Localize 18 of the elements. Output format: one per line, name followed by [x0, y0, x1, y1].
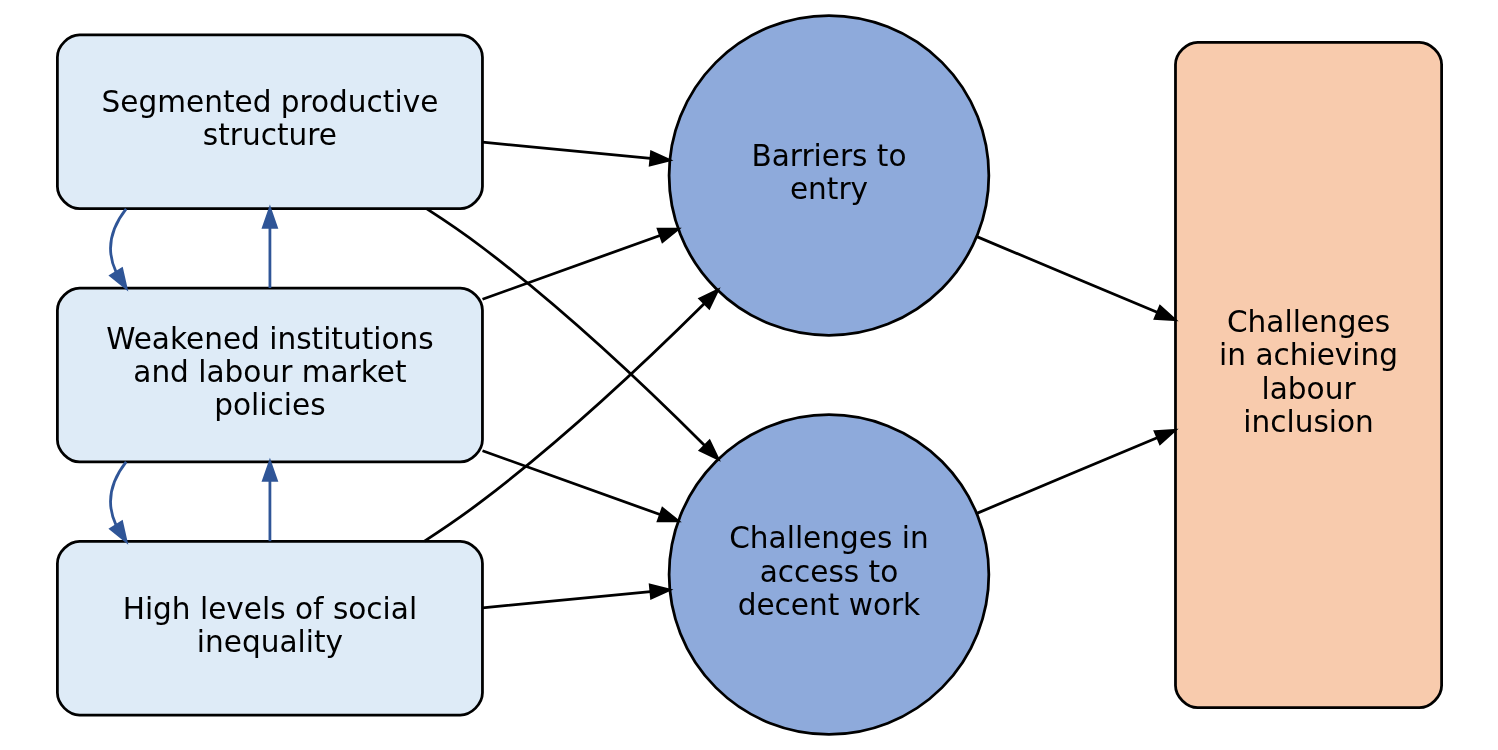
node-circle: Barriers to entry: [667, 14, 990, 337]
arrow: [481, 140, 673, 167]
arrow: [481, 449, 682, 523]
node-box: High levels of social inequality: [55, 539, 484, 717]
arrow: [975, 235, 1179, 322]
arrow: [425, 207, 721, 462]
arrow: [261, 204, 278, 288]
node-box: Segmented productive structure: [55, 33, 484, 211]
arrow: [261, 457, 278, 542]
arrow: [423, 287, 721, 543]
arrow: [481, 227, 682, 301]
arrow: [481, 583, 673, 610]
arrow: [107, 461, 128, 545]
arrow: [107, 207, 128, 292]
node-box: Challenges in achieving labour inclusion: [1173, 40, 1443, 710]
arrow: [975, 428, 1179, 515]
node-circle: Challenges in access to decent work: [667, 413, 990, 736]
node-box: Weakened institutions and labour market policies: [55, 286, 484, 464]
